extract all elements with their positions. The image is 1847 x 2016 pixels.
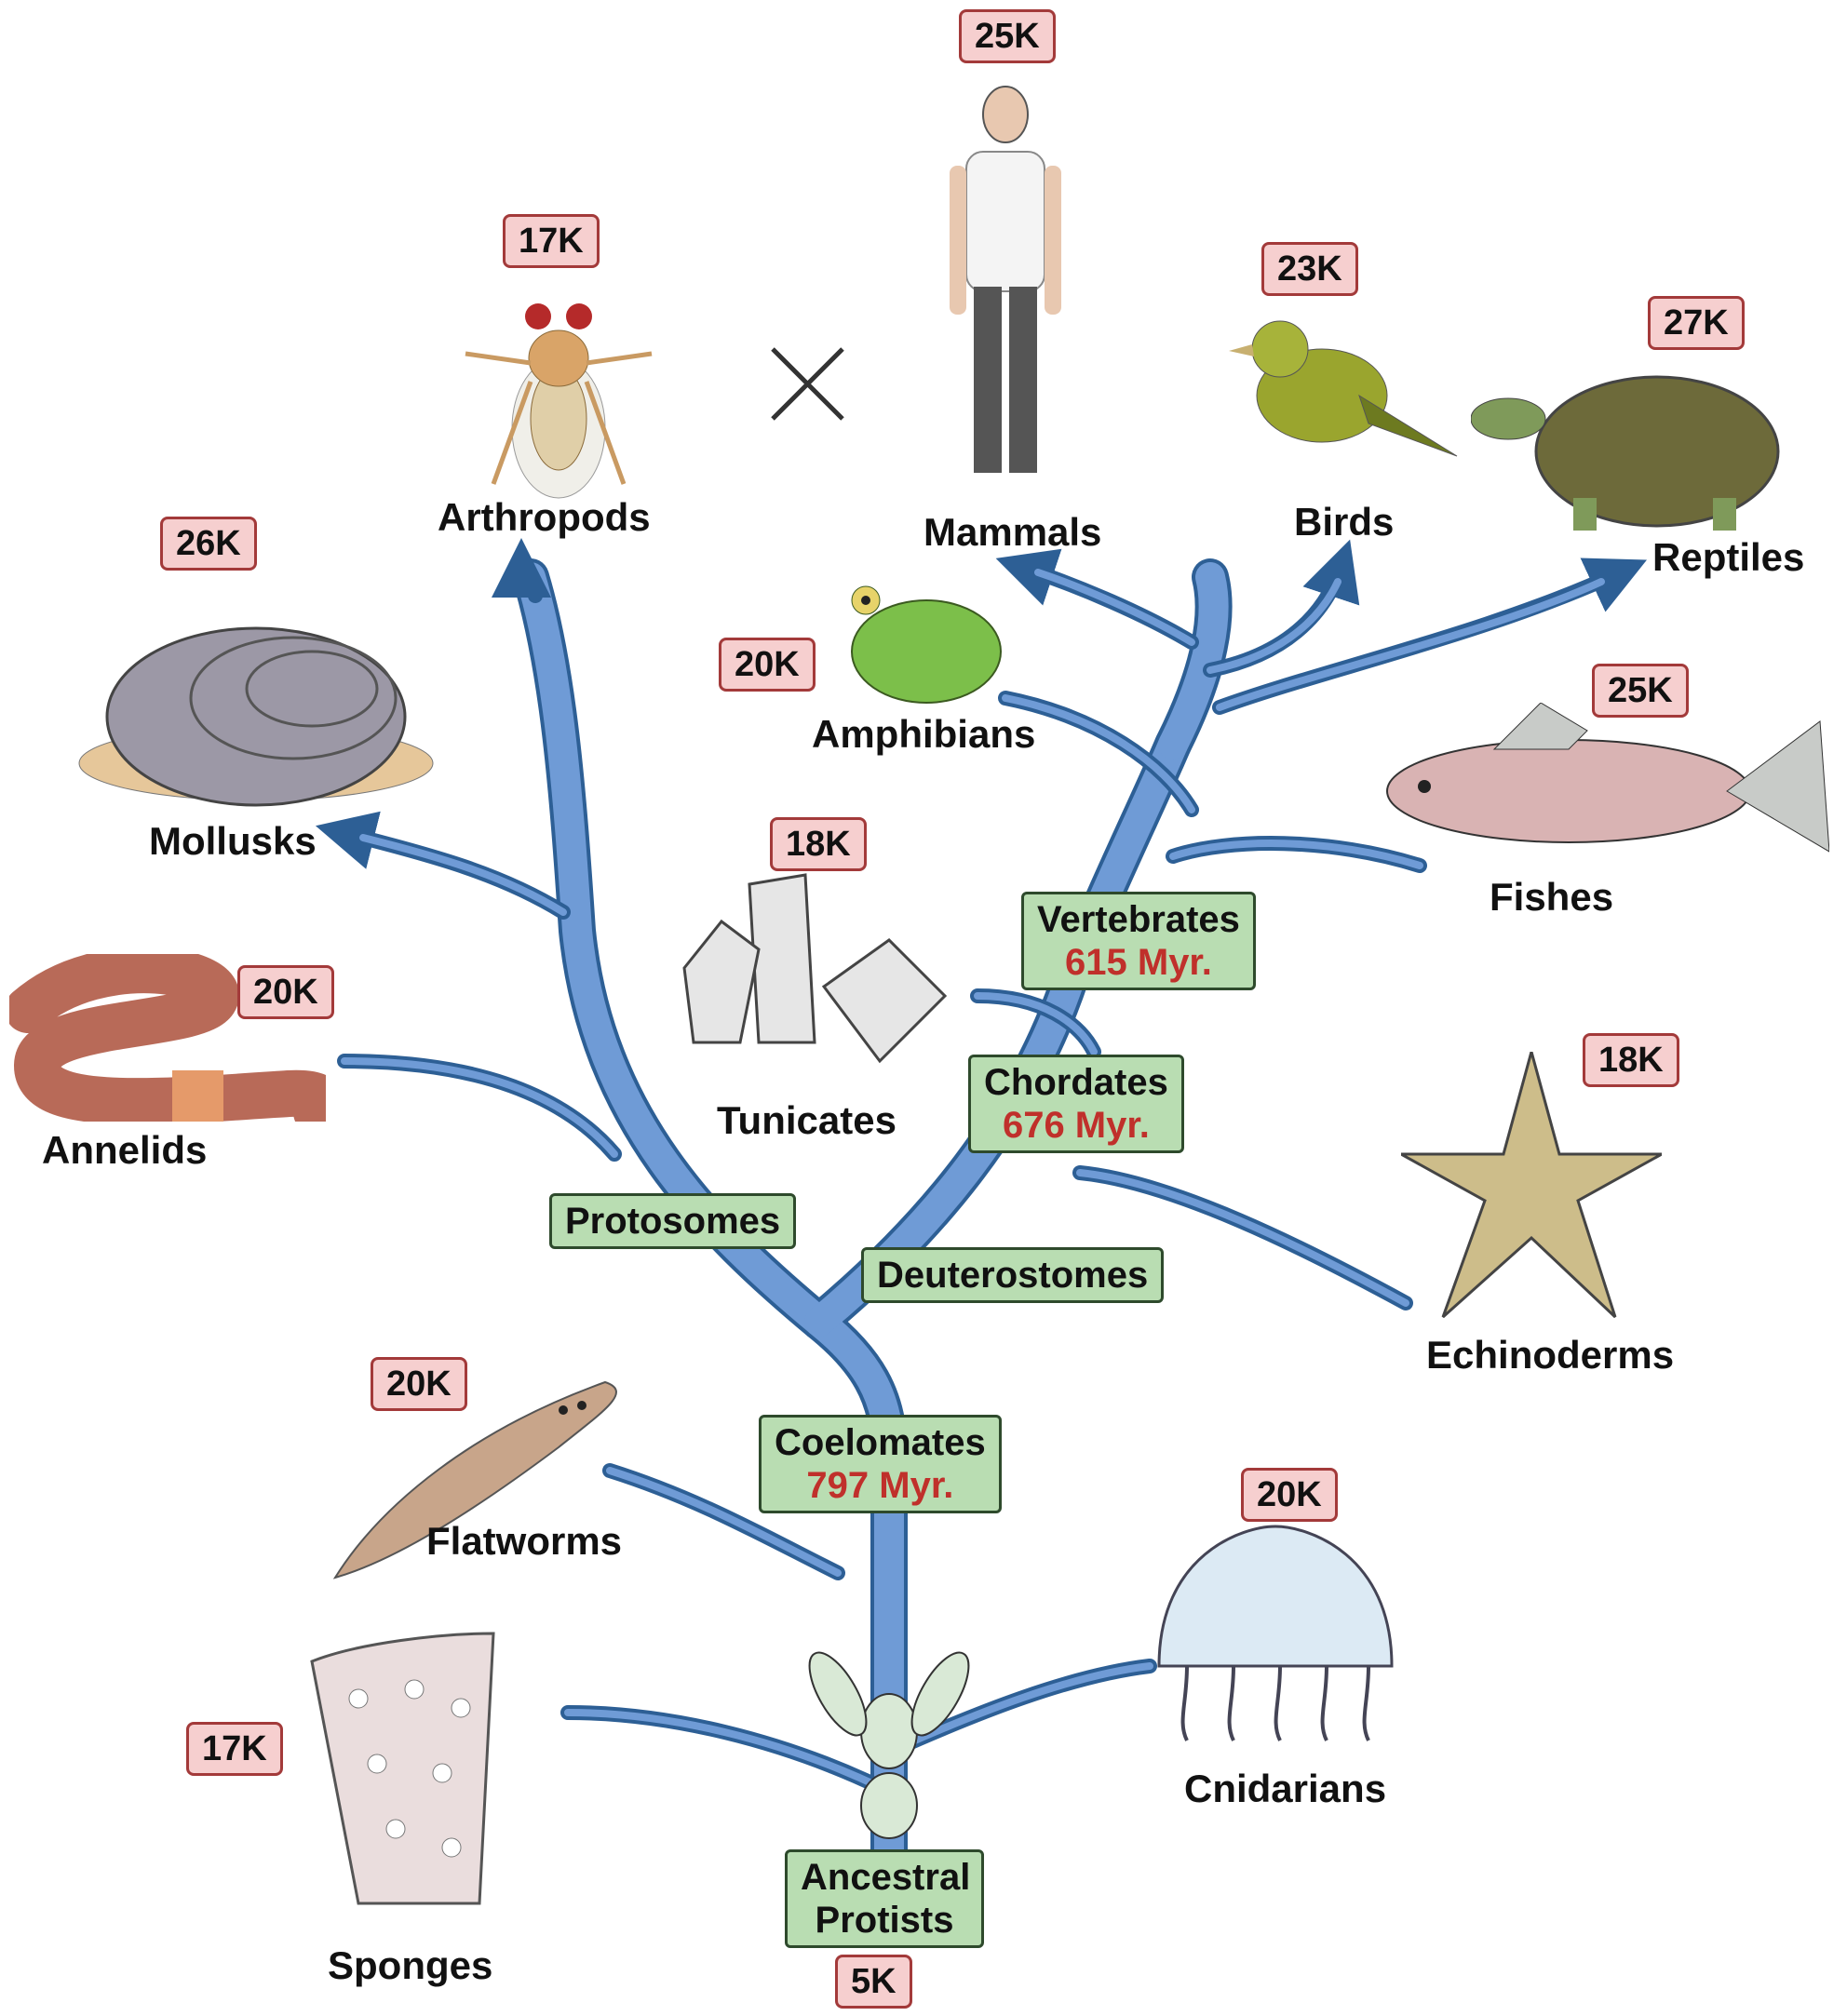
- flatworm-icon: [332, 1380, 617, 1579]
- taxon-label-echinoderms: Echinoderms: [1426, 1333, 1675, 1377]
- taxon-label-birds: Birds: [1294, 500, 1395, 544]
- clade-coelomates: Coelomates 797 Myr.: [759, 1415, 1002, 1513]
- genes-badge-annelids: 20K: [237, 965, 334, 1019]
- genes-badge-cnidarians: 20K: [1241, 1468, 1338, 1522]
- genes-badge-flatworms: 20K: [371, 1357, 467, 1411]
- clade-label: Coelomates: [775, 1422, 986, 1463]
- genes-badge-birds: 23K: [1261, 242, 1358, 296]
- fish-icon: [1386, 703, 1829, 853]
- taxon-label-annelids: Annelids: [42, 1128, 208, 1172]
- sponge-icon: [310, 1632, 495, 1905]
- genes-badge-amphibians: 20K: [719, 638, 816, 692]
- taxon-label-mollusks: Mollusks: [149, 819, 317, 863]
- genes-badge-arthropods: 17K: [503, 214, 600, 268]
- clade-divergence-time: 797 Myr.: [806, 1465, 954, 1506]
- genes-badge-tunicates: 18K: [770, 817, 867, 871]
- human-icon: [950, 86, 1061, 473]
- taxon-label-flatworms: Flatworms: [426, 1519, 623, 1563]
- clade-deuterostomes: Deuterostomes: [861, 1247, 1165, 1303]
- genes-badge-mollusks: 26K: [160, 517, 257, 571]
- taxon-label-arthropods: Arthropods: [438, 495, 651, 539]
- taxon-label-reptiles: Reptiles: [1652, 535, 1805, 579]
- turtle-icon: [1471, 375, 1780, 531]
- earthworm-icon: [9, 954, 326, 1122]
- taxon-label-cnidarians: Cnidarians: [1184, 1767, 1387, 1810]
- clam-icon: [78, 626, 434, 807]
- clade-label: Chordates: [984, 1062, 1168, 1103]
- genes-badge-echinoderms: 18K: [1583, 1033, 1679, 1087]
- fruit-fly-icon: [465, 303, 653, 499]
- clade-protosomes: Protosomes: [549, 1193, 797, 1249]
- taxon-label-sponges: Sponges: [328, 1943, 493, 1987]
- clade-label: Deuterostomes: [877, 1255, 1149, 1296]
- clade-label: Protosomes: [565, 1201, 781, 1242]
- genes-badge-reptiles: 27K: [1648, 296, 1745, 350]
- clade-divergence-time: 615 Myr.: [1065, 942, 1212, 983]
- genes-badge-sponges: 17K: [186, 1722, 283, 1776]
- bird-icon: [1229, 320, 1458, 457]
- clade-label: Vertebrates: [1037, 899, 1240, 940]
- taxon-label-amphibians: Amphibians: [812, 712, 1036, 756]
- frog-icon: [851, 585, 1002, 704]
- starfish-icon: [1401, 1052, 1662, 1319]
- taxon-label-mammals: Mammals: [924, 510, 1102, 554]
- clade-vertebrates: Vertebrates 615 Myr.: [1021, 892, 1256, 990]
- clade-chordates: Chordates 676 Myr.: [968, 1055, 1184, 1153]
- genes-badge-mammals: 25K: [959, 9, 1056, 63]
- taxon-label-tunicates: Tunicates: [717, 1098, 897, 1142]
- taxon-label-fishes: Fishes: [1490, 875, 1614, 919]
- tunicate-icon: [682, 873, 948, 1064]
- clade-ancestral-protists: Ancestral Protists: [785, 1849, 984, 1948]
- genes-badge-fishes: 25K: [1592, 664, 1689, 718]
- clade-divergence-time: 676 Myr.: [1002, 1105, 1150, 1146]
- ancestral-protist-icon: [808, 1651, 970, 1839]
- genes-badge-ancestral-protists: 5K: [835, 1955, 912, 2009]
- jellyfish-icon: [1157, 1525, 1394, 1741]
- clade-label: Ancestral Protists: [801, 1857, 971, 1941]
- arthropods-arrow: [492, 538, 552, 603]
- cross-icon: [771, 347, 844, 421]
